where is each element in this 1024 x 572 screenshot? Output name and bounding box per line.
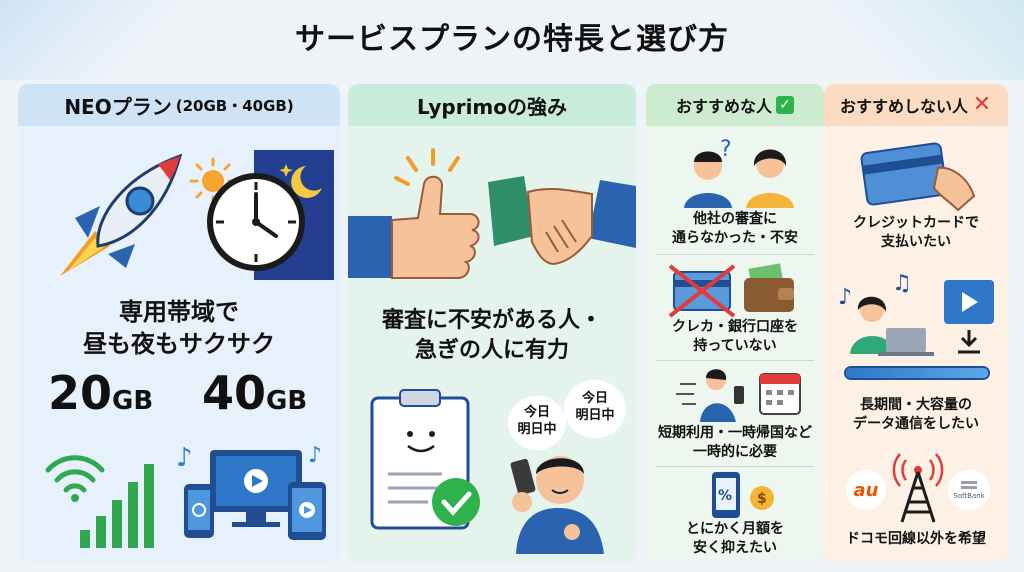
recommended-item-4-line2: 安く抑えたい [693,540,777,556]
speech-bubble-2: 今日 明日中 [564,380,626,438]
recommended-item-4-line1: とにかく月額を [686,521,784,537]
neo-plan-panel: NEOプラン (20GB・40GB) [18,84,340,562]
handshake-icon [488,176,636,266]
svg-text:%: % [718,488,732,504]
lyprimo-panel: Lyprimoの強み 審査に不安がある人・ 急ぎの人に有力 [348,84,636,562]
recommended-title: おすすめな人 [675,97,772,116]
au-logo: au [846,470,886,510]
svg-text:?: ? [720,137,732,162]
phone-discount-icon: % $ [712,472,774,518]
not-recommended-item-3: ドコモ回線以外を希望 [824,530,1008,549]
recommended-item-3-line1: 短期利用・一時帰国など [658,425,812,441]
recommended-item-1-line1: 他社の審査に [693,211,777,227]
cell-tower-icon [892,453,944,523]
recommended-item-4: とにかく月額を 安く抑えたい [646,520,824,558]
svg-text:♪: ♪ [176,443,193,473]
svg-text:♪: ♪ [308,443,322,468]
not-recommended-item-1: クレジットカードで 支払いたい [824,214,1008,252]
capacity-40-number: 40 [202,366,267,420]
recommended-item-1: 他社の審査に 通らなかった・不安 [646,210,824,248]
rocket-icon [60,153,183,276]
not-recommended-header: おすすめしない人 ✕ [824,84,1008,126]
capacity-20-number: 20 [48,366,113,420]
not-recommended-item-3-line1: ドコモ回線以外を希望 [846,531,986,547]
lyprimo-strength-text: 審査に不安がある人・ 急ぎの人に有力 [348,306,636,366]
devices-icon: ♪ ♪ [176,443,326,540]
divider [656,466,814,467]
not-recommended-panel: おすすめしない人 ✕ クレジットカードで 支払いたい ♪ ♫ 長期間・大容量の … [824,84,1008,562]
neo-plan-capacity: (20GB・40GB) [175,96,294,115]
clipboard-check-icon [370,389,480,530]
bubble2-line1: 今日 [581,391,608,406]
not-recommended-title: おすすめしない人 [839,97,968,116]
bubble1-line1: 今日 [523,405,550,420]
check-mark-icon: ✓ [776,96,794,114]
traveler-calendar-icon [676,369,801,422]
not-recommended-item-1-line2: 支払いたい [881,234,951,250]
capacity-20-unit: GB [112,386,154,416]
softbank-mark [961,480,977,484]
neo-plan-title: NEOプラン [64,94,172,119]
signal-strength-icon [45,455,154,548]
divider [656,254,814,255]
speech-bubble-1: 今日 明日中 [508,396,566,450]
corner-decoration-right [804,0,1024,80]
neo-plan-header: NEOプラン (20GB・40GB) [18,84,340,126]
lyprimo-header: Lyprimoの強み [348,84,636,126]
recommended-item-3-line2: 一時的に必要 [693,444,777,460]
capacity-20gb: 20GB [48,366,153,420]
softbank-logo-text: SoftBank [953,491,985,500]
page-title: サービスプランの特長と選び方 [295,22,729,57]
recommended-item-2-line2: 持っていない [693,338,777,354]
person-with-phone-icon [510,456,604,554]
credit-card-hand-icon [860,142,976,212]
not-recommended-item-2-line1: 長期間・大容量の [860,397,972,413]
thumbs-up-icon [348,148,480,279]
capacity-40-unit: GB [266,386,308,416]
moon-icon [279,164,322,198]
svg-text:$: $ [757,491,767,507]
svg-text:♪: ♪ [838,285,852,310]
capacity-40gb: 40GB [202,366,307,420]
not-recommended-item-1-line1: クレジットカードで [853,215,979,231]
divider [656,360,814,361]
lyprimo-strength-line1: 審査に不安がある人・ [381,308,602,333]
recommended-item-3: 短期利用・一時帰国など 一時的に必要 [646,424,824,462]
not-recommended-item-2-line2: データ通信をしたい [853,416,979,432]
recommended-header: おすすめな人 ✓ [646,84,824,126]
no-card-wallet-icon [668,263,794,318]
neo-feature-line2: 昼も夜もサクサク [83,330,275,358]
cross-mark-icon: ✕ [972,92,992,117]
corner-decoration-left [0,0,200,80]
recommended-item-1-line2: 通らなかった・不安 [672,230,798,246]
neo-feature-text: 専用帯域で 昼も夜もサクサク [18,296,340,360]
streaming-laptop-icon: ♪ ♫ [838,271,994,356]
data-usage-bar [844,366,990,380]
bubble2-line2: 明日中 [575,408,615,423]
clock-icon [207,173,305,271]
not-recommended-item-2: 長期間・大容量の データ通信をしたい [824,396,1008,434]
recommended-panel: おすすめな人 ✓ ? 他社の審査に 通らなかった・不安 クレカ・銀行口座を 持っ… [646,84,824,562]
worried-people-icon: ? [684,137,794,208]
softbank-logo: SoftBank [948,470,990,510]
lyprimo-strength-line2: 急ぎの人に有力 [414,338,569,363]
recommended-item-2: クレカ・銀行口座を 持っていない [646,318,824,356]
bubble1-line2: 明日中 [517,422,557,437]
neo-feature-line1: 専用帯域で [119,298,239,326]
recommended-item-2-line1: クレカ・銀行口座を [672,319,798,335]
softbank-mark [961,485,977,489]
svg-text:♫: ♫ [892,271,912,296]
